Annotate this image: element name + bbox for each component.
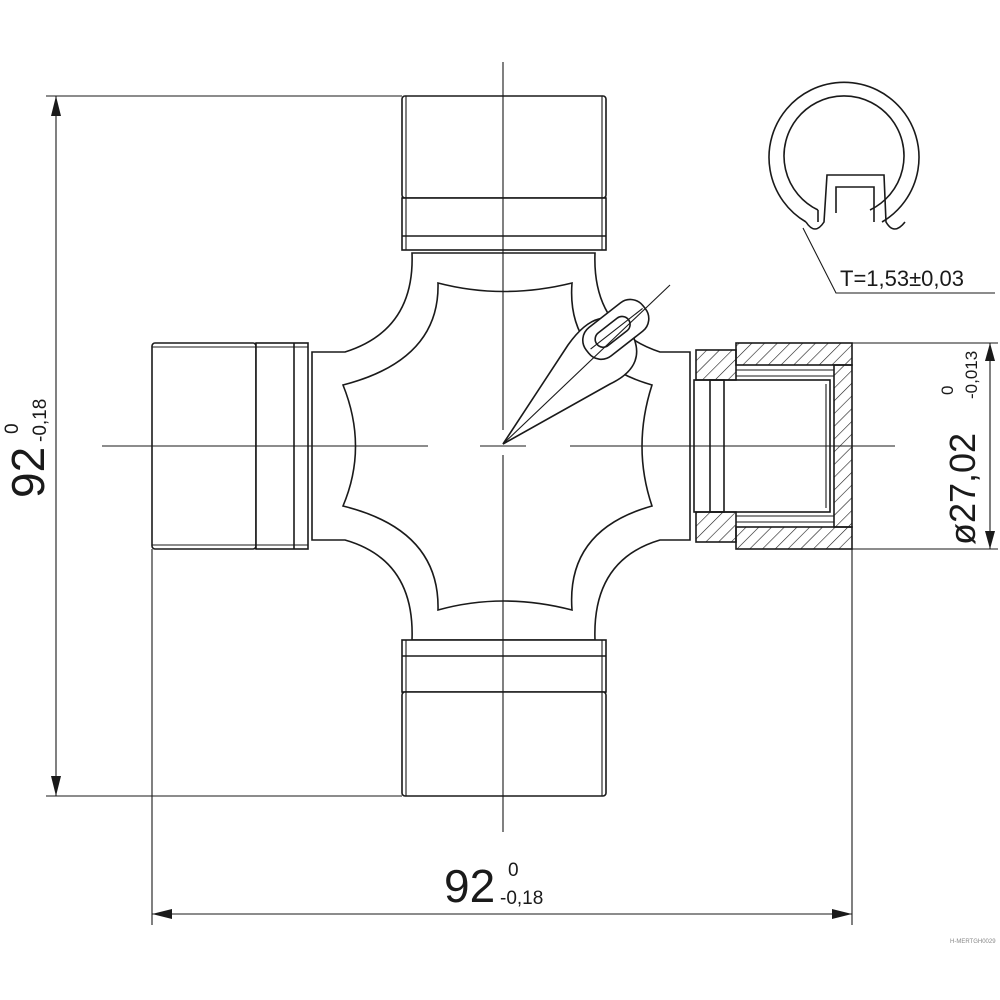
width-nominal: 92 bbox=[444, 860, 495, 912]
height-upper-tol: 0 bbox=[2, 423, 23, 434]
cap-diameter-nominal: ø27,02 bbox=[942, 433, 983, 545]
grease-nipple bbox=[502, 284, 671, 445]
height-nominal: 92 bbox=[2, 447, 54, 498]
cap-diameter-lower-tol: -0,013 bbox=[962, 351, 981, 399]
width-lower-tol: -0,18 bbox=[500, 888, 543, 909]
center-lines bbox=[102, 62, 895, 832]
drawing-id-watermark: H-MERTGH0029 bbox=[950, 939, 996, 945]
width-upper-tol: 0 bbox=[508, 860, 519, 881]
circlip-detail: T=1,53±0,03 bbox=[768, 81, 995, 294]
height-dimension: 92 0 -0,18 bbox=[2, 95, 402, 797]
cap-diameter-upper-tol: 0 bbox=[938, 386, 957, 395]
height-lower-tol: -0,18 bbox=[30, 399, 51, 442]
width-dimension: 92 0 -0,18 bbox=[151, 549, 853, 925]
top-bearing-cap bbox=[401, 95, 607, 251]
bottom-bearing-cap bbox=[401, 639, 607, 797]
circlip-thickness-label: T=1,53±0,03 bbox=[840, 266, 964, 291]
cap-diameter-dimension: ø27,02 0 -0,013 bbox=[852, 342, 998, 550]
